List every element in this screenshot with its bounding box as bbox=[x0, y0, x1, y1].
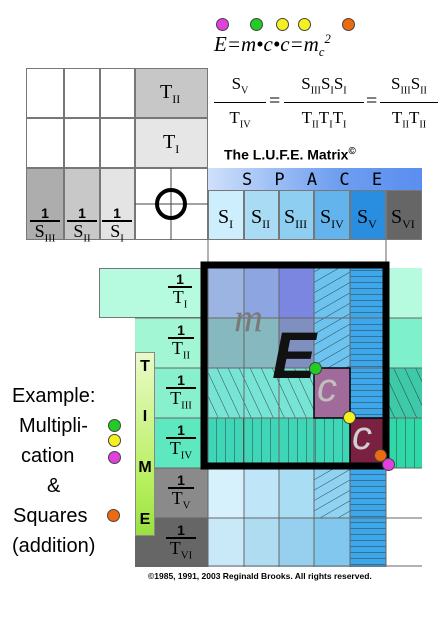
green-dot-icon bbox=[250, 18, 263, 31]
green-grid-dot-icon bbox=[309, 362, 322, 375]
yellow-dot-icon-2 bbox=[298, 18, 311, 31]
inverse-time-label-1: 1 TI bbox=[168, 272, 192, 310]
ratio-num-2: SIIISISI bbox=[301, 74, 347, 97]
letter-e: E bbox=[272, 318, 317, 392]
inverse-space-label-s2: 1 SII bbox=[67, 206, 97, 244]
inverse-time-label-6: 1 TVI bbox=[166, 523, 196, 561]
equation-superscript: 2 bbox=[324, 32, 331, 46]
time-letter-i: I bbox=[142, 408, 148, 425]
example-line-3: cation bbox=[21, 445, 75, 467]
matrix-title-text: The L.U.F.E. Matrix bbox=[224, 146, 349, 163]
time-label-t1: TI bbox=[163, 131, 180, 156]
ratio-den-3: TIITII bbox=[391, 108, 427, 131]
ratio-equation: SV TIV = SIIISISI TIITITI = SIIISII TIIT… bbox=[214, 74, 440, 136]
example-line-4: & bbox=[47, 475, 61, 497]
ratio-den-1: TIV bbox=[229, 108, 251, 131]
magenta-grid-dot-icon bbox=[382, 458, 395, 471]
time-cell-t2 bbox=[135, 68, 208, 118]
space-col-s5: SV bbox=[357, 206, 377, 231]
inverse-space-cell-s3 bbox=[26, 168, 64, 240]
equation-main: E=m•c•c=m bbox=[214, 32, 319, 56]
time-letter-t: T bbox=[140, 358, 150, 375]
inverse-space-label-s1: 1 SI bbox=[102, 206, 132, 244]
letter-m: m bbox=[234, 295, 263, 340]
yellow-dot-icon bbox=[276, 18, 289, 31]
ratio-num-1: SV bbox=[231, 74, 249, 97]
space-col-s2: SII bbox=[251, 206, 271, 231]
space-col-s3: SIII bbox=[284, 206, 308, 231]
equation-subscript: c bbox=[318, 45, 325, 60]
legend-magenta-dot-icon bbox=[108, 451, 121, 464]
example-line-5: Squares bbox=[13, 505, 88, 527]
space-col-s1: SI bbox=[218, 206, 234, 231]
matrix-title: The L.U.F.E. Matrix© bbox=[224, 146, 356, 163]
time-cell-t1 bbox=[135, 118, 208, 168]
equals-2: = bbox=[366, 90, 378, 112]
legend-yellow-dot-icon bbox=[108, 434, 121, 447]
inverse-time-row-1 bbox=[99, 268, 208, 318]
equals-1: = bbox=[269, 90, 281, 112]
space-col-s6: SVI bbox=[391, 206, 415, 231]
legend-green-dot-icon bbox=[108, 419, 121, 432]
equation: E=m•c•c=mc2 bbox=[214, 32, 331, 60]
example-line-1: Example: bbox=[12, 385, 96, 407]
time-letter-m: M bbox=[138, 459, 152, 476]
inverse-time-label-3: 1 TIII bbox=[166, 373, 196, 411]
space-col-s4: SIV bbox=[320, 206, 344, 231]
inverse-time-label-5: 1 TV bbox=[168, 473, 194, 511]
inverse-space-cell-s1 bbox=[100, 168, 135, 240]
copyright-symbol: © bbox=[348, 146, 356, 157]
example-line-6: (addition) bbox=[12, 535, 96, 557]
legend-orange-dot-icon bbox=[107, 509, 120, 522]
time-label-t2: TII bbox=[160, 81, 181, 106]
ratio-den-2: TIITITI bbox=[301, 108, 347, 131]
footer-copyright: ©1985, 1991, 2003 Reginald Brooks. All r… bbox=[148, 571, 372, 581]
yellow-grid-dot-icon bbox=[343, 411, 356, 424]
inverse-time-label-4: 1 TIV bbox=[166, 423, 196, 461]
space-label: S P A C E bbox=[241, 170, 389, 190]
origin-crosshair-icon bbox=[135, 168, 208, 240]
ratio-num-3: SIIISII bbox=[391, 74, 427, 97]
inverse-space-label-s3: 1 SIII bbox=[30, 206, 60, 244]
example-legend: Example: Multipli- cation & Squares (add… bbox=[10, 381, 130, 561]
inverse-space-cell-s2 bbox=[64, 168, 100, 240]
magenta-dot-icon bbox=[216, 18, 229, 31]
time-bar bbox=[135, 352, 155, 536]
letter-c-1: c bbox=[317, 366, 337, 410]
letter-c-2: c bbox=[352, 414, 372, 458]
orange-dot-icon bbox=[342, 18, 355, 31]
space-bar bbox=[208, 168, 422, 190]
example-line-2: Multipli- bbox=[19, 415, 88, 437]
inverse-time-label-2: 1 TII bbox=[168, 323, 194, 361]
time-letter-e: E bbox=[139, 511, 151, 528]
